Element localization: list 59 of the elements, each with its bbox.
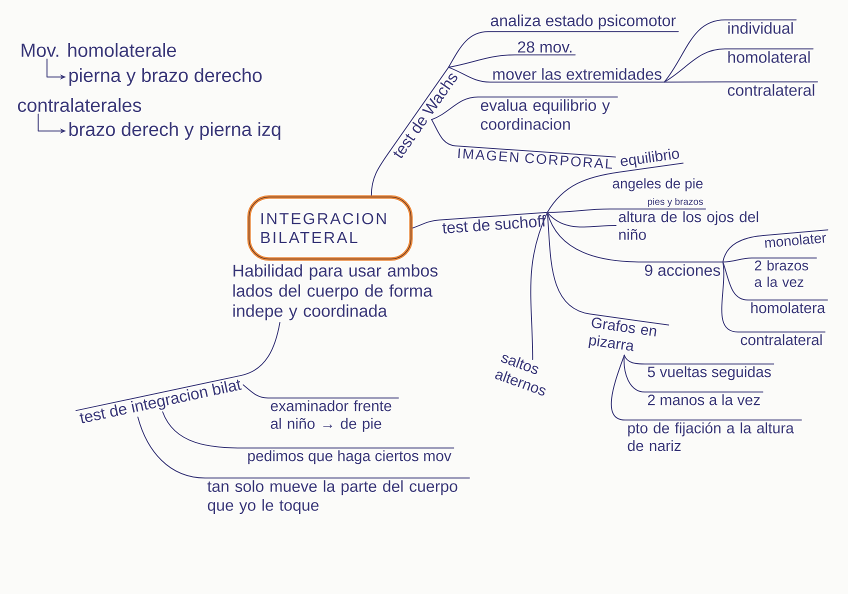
- branch-line: [546, 212, 670, 326]
- branch-line: [162, 411, 454, 448]
- topic-text: 28 mov.: [518, 41, 572, 53]
- branch-line: [624, 354, 764, 392]
- topic-text: IMAGEN CORPORAL: [458, 148, 612, 169]
- topic-text: 5 vueltas seguidas: [648, 366, 771, 380]
- branch-line: [448, 66, 665, 83]
- branch-line: [530, 212, 548, 360]
- note-text: pierna y brazo derecho: [69, 68, 262, 86]
- topic-text: Grafos en pizarra: [588, 318, 656, 352]
- branch-line: [722, 229, 828, 262]
- topic-text: mover las extremidades: [493, 68, 662, 80]
- branch-line: [431, 119, 616, 158]
- topic-text: contralateral: [740, 334, 822, 346]
- note-text: contralaterales: [18, 98, 142, 112]
- branch-line: [664, 19, 797, 83]
- topic-text: contralateral: [728, 84, 814, 96]
- branch-line: [431, 96, 618, 120]
- branch-line: [412, 212, 548, 228]
- branch-line: [242, 384, 399, 398]
- topic-text: analiza estado psicomotor: [490, 14, 676, 30]
- branch-line: [448, 31, 679, 68]
- topic-text: pedimos que haga ciertos mov: [248, 450, 452, 464]
- topic-text: examinador frente al niño → de pie: [270, 400, 392, 432]
- topic-text: test de integracion bilat: [80, 380, 242, 424]
- topic-text: equilibrio: [620, 148, 680, 168]
- topic-text: monolater: [764, 234, 826, 248]
- branch-line: [664, 48, 814, 83]
- branch-line: [546, 212, 616, 228]
- topic-text: 9 acciones: [644, 264, 720, 276]
- topic-text: homolateral: [728, 51, 810, 63]
- branch-line: [624, 354, 774, 364]
- branch-line: [546, 212, 724, 262]
- topic-text: angeles de pie pies y brazos: [612, 178, 703, 207]
- topic-text: altura de los ojos del niño: [618, 211, 758, 240]
- topic-text: homolatera: [751, 302, 826, 314]
- definition-text: Habilidad para usar ambos lados del cuerpo de forma indepe y coordinada: [233, 264, 438, 320]
- branch-line: [546, 162, 684, 213]
- topic-text: pto de fijación a la altura de nariz: [628, 422, 794, 452]
- branch-line: [546, 208, 706, 213]
- branch-line: [137, 416, 470, 478]
- branch-line: [664, 81, 818, 83]
- branch-line: [721, 262, 826, 332]
- central-topic-box: INTEGRACION BILATERAL: [247, 195, 413, 261]
- topic-text: tan solo mueve la parte del cuerpo que yo le toque: [207, 480, 458, 514]
- branch-line: [610, 354, 802, 420]
- note-text: brazo derech y pierna izq: [69, 122, 280, 140]
- branch-line: [448, 54, 576, 68]
- topic-text: saltos alternos: [495, 354, 546, 396]
- branch-line: [722, 258, 817, 262]
- branch-line: [370, 66, 450, 196]
- topic-text: test de suchoff: [442, 214, 546, 234]
- note-text: Mov. homolaterale: [22, 43, 176, 57]
- topic-text: evalua equilibrio y coordinacion: [480, 99, 610, 130]
- topic-text: 2 brazos a la vez: [754, 260, 808, 287]
- topic-text: 2 manos a la vez: [648, 394, 760, 406]
- branch-line: [722, 262, 828, 300]
- topic-text: individual: [728, 22, 793, 34]
- branch-line: [76, 322, 280, 412]
